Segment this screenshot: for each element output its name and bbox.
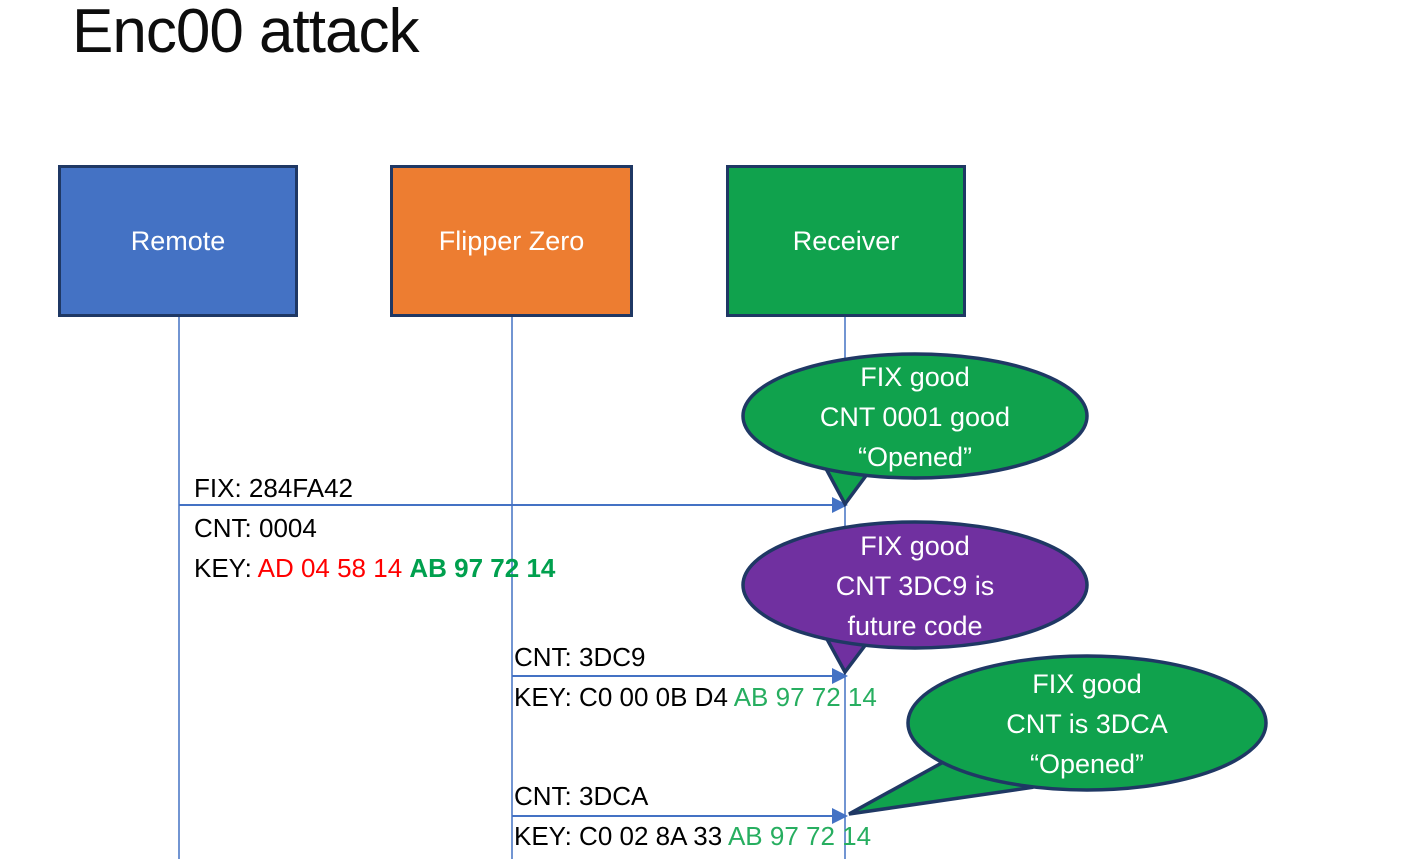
message-2-cnt: CNT: 3DC9 [514,642,646,672]
callout-bubble-1 [741,352,1089,508]
message-1-key-red-bytes: AD 04 58 14 [257,553,410,583]
callout-ellipse [741,352,1089,480]
actor-box-flipper-zero: Flipper Zero [390,165,633,317]
message-2-key-green-bytes: AB 97 72 14 [733,682,877,712]
arrowhead-icon [832,668,848,684]
callout-3-line-2: CNT is 3DCA [1006,709,1168,739]
callout-bubble-2 [741,520,1089,676]
message-1-fix: FIX: 284FA42 [194,473,353,503]
message-3-key: KEY: C0 02 8A 33 AB 97 72 14 [514,816,871,856]
message-1-key-green-bytes: AB 97 72 14 [409,553,556,583]
message-3-key-green-bytes: AB 97 72 14 [727,821,872,851]
message-1-key: KEY: AD 04 58 14 AB 97 72 14 [194,548,555,588]
message-1-cnt: CNT: 0004 [194,513,317,543]
message-2: CNT: 3DC9 KEY: C0 00 0B D4 AB 97 72 14 [514,637,877,717]
message-1: FIX: 284FA42 CNT: 0004 KEY: AD 04 58 14 … [194,468,555,588]
message-2-key-black-bytes: C0 00 0B D4 [579,682,734,712]
message-2-key: KEY: C0 00 0B D4 AB 97 72 14 [514,677,877,717]
arrowhead-icon [832,808,848,824]
callout-bubble-3 [848,654,1268,816]
callout-2-text: FIX good CNT 3DC9 is future code [743,526,1087,646]
callout-1-text: FIX good CNT 0001 good “Opened” [743,357,1087,477]
message-arrow-remote-to-receiver [179,497,848,513]
message-3-key-label: KEY: [514,821,580,851]
message-3: CNT: 3DCA KEY: C0 02 8A 33 AB 97 72 14 [514,776,871,856]
message-1-key-label: KEY: [194,553,258,583]
callout-3-line-1: FIX good [1032,669,1142,699]
message-2-key-label: KEY: [514,682,580,712]
actor-label-remote: Remote [130,225,226,256]
callout-1-line-1: FIX good [860,362,970,392]
arrowhead-icon [832,497,848,513]
callout-1-line-2: CNT 0001 good [819,402,1011,432]
actor-box-receiver: Receiver [726,165,966,317]
callout-ellipse [906,654,1268,792]
callout-2-line-2: CNT 3DC9 is [835,571,995,601]
message-3-cnt: CNT: 3DCA [514,781,649,811]
actor-label-flipper-zero: Flipper Zero [438,225,585,256]
actor-label-receiver: Receiver [792,225,900,256]
callout-2-line-1: FIX good [860,531,970,561]
callout-3-text: FIX good CNT is 3DCA “Opened” [915,664,1259,784]
callout-1-line-3: “Opened” [857,442,973,472]
message-arrow-flipper-to-receiver-1 [512,668,848,684]
actor-box-remote: Remote [58,165,298,317]
page-title: Enc00 attack [72,0,419,66]
callout-ellipse [741,520,1089,650]
message-arrow-flipper-to-receiver-2 [512,808,848,824]
message-3-key-black-bytes: C0 02 8A 33 [579,821,728,851]
callout-2-line-3: future code [847,611,983,641]
callout-3-line-3: “Opened” [1029,749,1145,779]
